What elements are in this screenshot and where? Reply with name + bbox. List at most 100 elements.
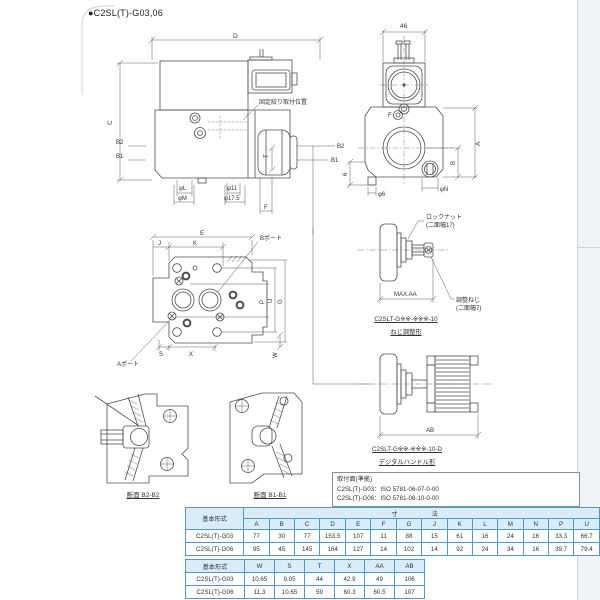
dim-value-cell: 16 [522,542,549,556]
dim-label-g: G [278,299,284,304]
dim-value-cell: 34 [497,542,524,556]
front-view-drawing: 46 F A B 6 φ6 φN [343,23,482,198]
dim-column-header: W [244,559,275,573]
dim-value-cell: 127 [344,542,372,556]
dim-value-cell: 164 [319,542,346,556]
fixed-restrictor-note: 固定絞り取付位置 [259,98,307,106]
dim-column-header: N [522,518,549,530]
dim-value-cell: 9.05 [274,572,305,586]
port-b-label: Bポート [260,234,282,242]
dim-label-c: C [107,120,114,125]
dim-value-cell: 45 [268,542,295,556]
dim-value-cell: 16 [522,529,549,543]
label-f-bolt: F [388,113,392,119]
dim-column-header: K [446,518,473,530]
dim-label-b1-left: B1 [116,154,124,160]
dim-label-a: A [475,141,482,146]
dim-label-46: 46 [400,23,408,30]
dim-column-header: AA [364,559,395,573]
section-b2-caption: 断面 B2-B2 [108,489,178,499]
model-name-cell: C2SL(T)-G03 [184,529,245,543]
dim-value-cell: 77 [243,529,270,543]
dim-value-cell: 59 [304,585,335,599]
dim-label-b2-right: B2 [337,144,345,150]
dim-column-header: F [370,518,397,530]
dim-column-header: P [547,518,575,530]
screw-type-caption: ねじ調整形 [390,329,422,336]
dim-value-cell: 16 [471,529,499,543]
section-b1-drawing [229,392,303,484]
dim-label-phi-6: φ6 [378,192,386,198]
dim-value-cell: 49 [364,572,395,586]
dim-value-cell: 60.5 [364,585,395,599]
dim-value-cell: 153.5 [319,529,346,543]
mounting-surface-box: 取付面(準拠) C2SL(T)-G03：ISO 5781-06-07-0-00 … [332,472,580,507]
dim-label-u: U [268,299,274,303]
dim-label-t: T [264,154,270,158]
port-a-label: Aポート [117,360,139,368]
dim-value-cell: 15 [421,529,448,543]
dim-value-cell: 107 [394,585,425,599]
dim-value-cell: 11 [370,529,397,543]
dim-column-header: C [293,518,321,530]
adjust-screw-width-label: (二面幅7) [456,304,481,312]
dim-label-phi-11: φ11 [227,186,238,192]
lock-nut-width-label: (二面幅17) [426,221,455,229]
dim-value-cell: 14 [421,542,448,556]
page-right-margin [577,0,600,600]
dim-label-k: K [193,241,197,247]
dim-label-s: S [159,352,163,358]
dim-column-header: L [471,518,499,530]
digital-model-caption: C2SLT-G※※-※※※-10-D [371,446,442,453]
dim-label-phi-n: φN [440,187,448,193]
dim-value-cell: 44 [304,572,335,586]
dim-label-f: F [264,205,268,211]
dim-column-header: T [304,559,335,573]
dim-label-b2-left: B2 [116,140,124,146]
dim-label-x: X [189,352,193,358]
dim-value-cell: 24 [497,529,524,543]
dim-value-cell: 92 [446,542,473,556]
page-title: ●C2SL(T)-G03,06 [88,8,163,18]
dimensions-span-header: 寸 法 [243,507,600,519]
model-name-cell: C2SL(T)-G03 [185,572,245,586]
dim-label-e: E [200,230,205,237]
dim-label-6: 6 [343,172,349,176]
section-b1-caption: 断面 B1-B1 [235,489,305,499]
table-header-row: 基本形式 寸 法 [184,507,600,530]
dim-column-header: D [319,518,346,530]
dim-column-header: M [497,518,524,530]
section-b1-caption-text: 断面 B1-B1 [253,492,287,499]
dim-label-phi-17-5: φ17.5 [224,196,240,202]
dim-label-b1-right: B1 [331,158,339,164]
section-b2-caption-text: 断面 B2-B2 [126,492,160,499]
reference-connector-line [312,235,370,385]
model-name-cell: C2SL(T)-G06 [184,542,245,556]
dim-label-max-aa: MAX.AA [394,292,417,298]
model-name-cell: C2SL(T)-G06 [185,585,245,599]
dim-label-j: J [158,241,161,247]
dim-label-phi-m: φM [178,196,187,202]
dim-value-cell: 61 [446,529,473,543]
dim-value-cell: 10.65 [274,585,305,599]
dim-label-ab: AB [426,428,434,434]
screw-model-caption: C2SLT-G※※-※※※-10 [374,316,438,323]
dim-value-cell: 39.7 [547,542,575,556]
dim-column-header: AB [394,559,425,573]
dim-value-cell: 88 [395,529,423,543]
dim-value-cell: 60.3 [334,585,365,599]
digital-handle-drawing: AB [358,353,493,439]
dim-value-cell: 33.3 [547,529,575,543]
section-b2-drawing [95,393,189,484]
basic-model-header: 基本形式 [184,507,245,530]
dim-label-b: B [451,161,457,165]
dim-column-header: J [421,518,448,530]
dim-label-p: P [260,300,266,304]
lock-nut-label: ロックナット [426,214,462,221]
